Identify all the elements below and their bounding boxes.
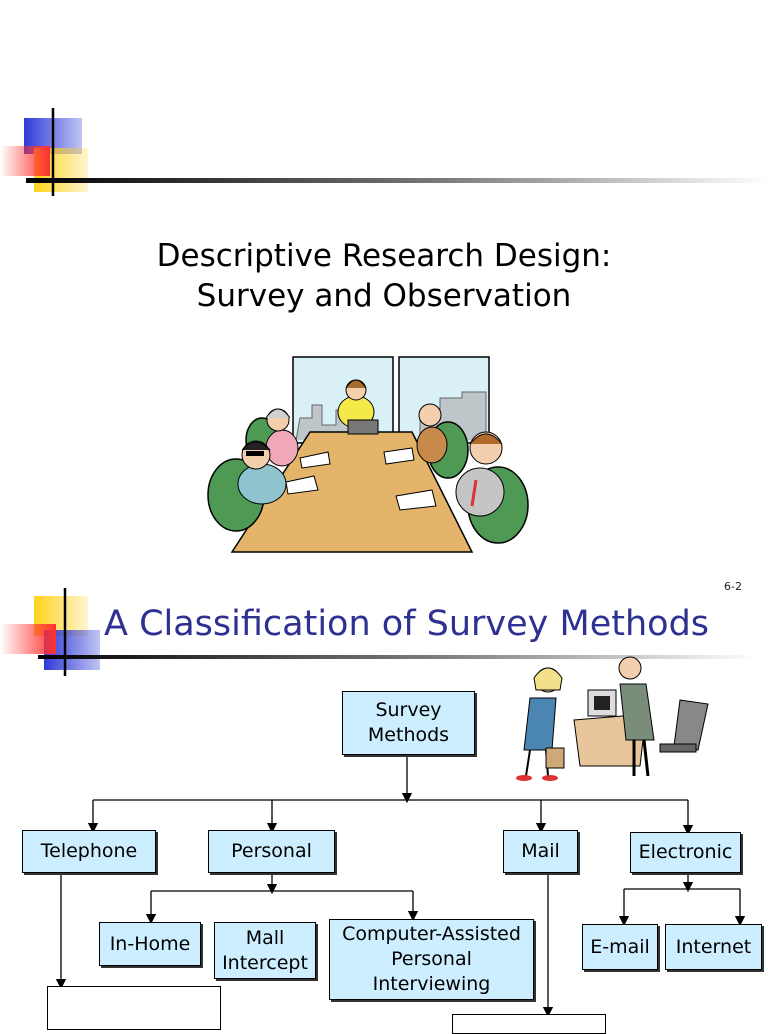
slide-title-line-2: Survey and Observation — [196, 278, 572, 314]
title-decoration-1 — [0, 108, 768, 196]
slide-title: Descriptive Research Design: Survey and … — [0, 236, 768, 316]
slide-2: 6-2 A Classificati — [0, 580, 768, 1034]
red-square — [0, 624, 56, 654]
node-internet: Internet — [665, 924, 762, 970]
meeting-illustration — [207, 356, 529, 553]
connector-lines — [55, 755, 746, 1018]
node-telephone: Telephone — [22, 830, 156, 873]
node-e-mail: E-mail — [582, 924, 658, 970]
red-square — [0, 146, 50, 176]
node-computer-assisted-personal-interviewing: Computer-Assisted Personal Interviewing — [329, 919, 534, 1000]
office-illustration — [516, 656, 709, 781]
page-number: 6-2 — [724, 580, 742, 593]
node-survey-methods: Survey Methods — [342, 691, 475, 755]
node-electronic: Electronic — [630, 832, 741, 873]
title-decoration-2 — [0, 588, 758, 676]
node-in-home: In-Home — [99, 922, 201, 966]
node-telephone-child-partial — [47, 986, 221, 1030]
node-mail: Mail — [503, 830, 578, 873]
slide-1: Descriptive Research Design: Survey and … — [0, 108, 768, 553]
node-mail-child-partial — [452, 1014, 606, 1034]
node-personal: Personal — [208, 830, 335, 873]
node-mall-intercept: Mall Intercept — [214, 922, 316, 979]
title-rule — [38, 655, 758, 659]
title-rule — [26, 178, 768, 183]
slide-title-line-1: Descriptive Research Design: — [156, 238, 612, 274]
slide-title-2: A Classification of Survey Methods — [104, 604, 710, 644]
